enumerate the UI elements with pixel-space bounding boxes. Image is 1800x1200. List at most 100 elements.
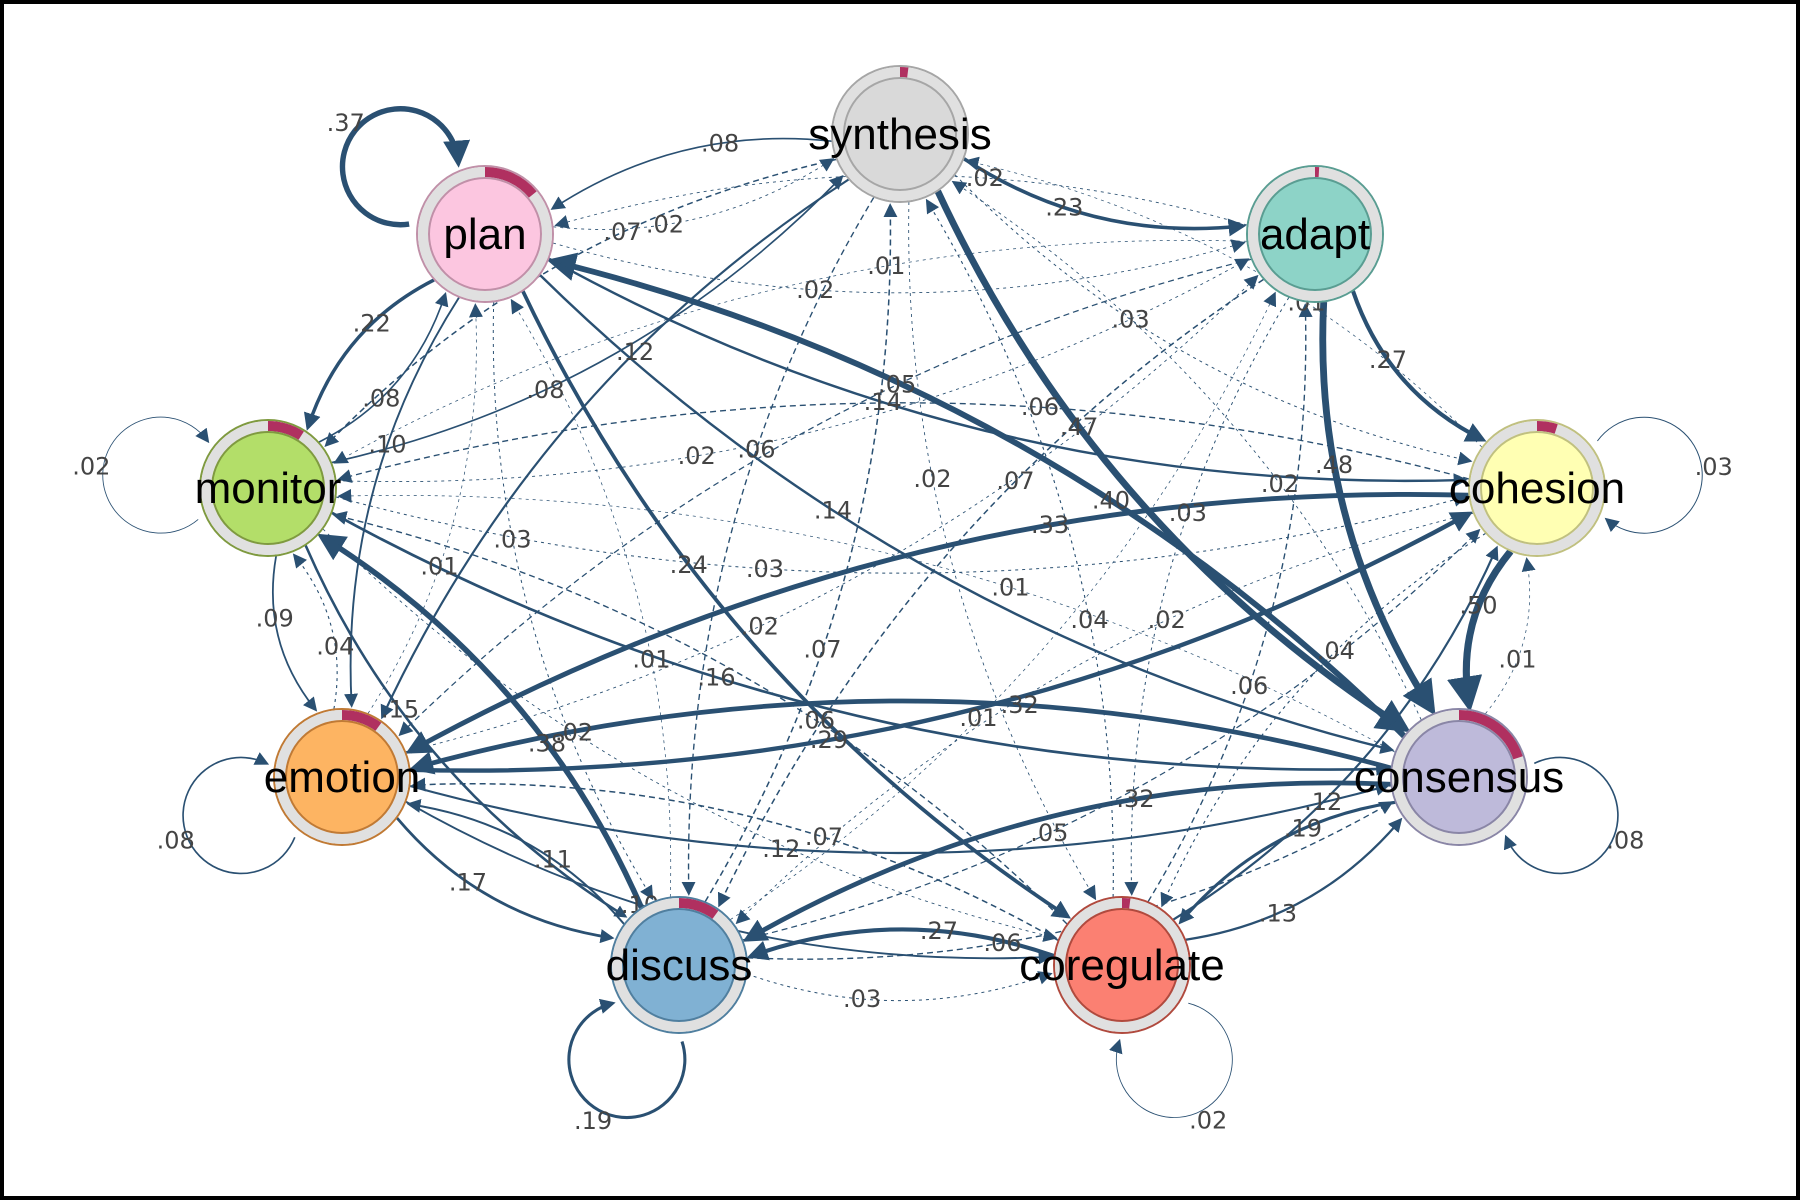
edge-label-plan-to-adapt: .02 — [796, 276, 834, 304]
self-loop-label-plan: .37 — [327, 109, 365, 137]
edge-label-adapt-to-consensus: .48 — [1315, 451, 1353, 479]
node-synthesis-fill — [843, 77, 957, 191]
edge-cohesion-to-monitor — [337, 402, 1470, 483]
edge-label-cohesion-to-consensus: .50 — [1459, 591, 1497, 619]
edge-label-consensus-to-coregulate: .19 — [1284, 815, 1322, 843]
edge-label-synthesis-to-adapt: .23 — [1045, 194, 1083, 222]
edge-cohesion-to-emotion — [405, 491, 1469, 754]
edge-label-monitor-to-cohesion: .03 — [746, 555, 784, 583]
node-synthesis[interactable]: synthesis — [808, 65, 992, 203]
edge-label-plan-to-consensus: .14 — [814, 497, 852, 525]
edge-label-consensus-to-cohesion: .01 — [1498, 646, 1536, 674]
edge-labels-layer: .08 .23 .02 .02 .40 .14 .14 .27 .48 .47 .03 .22 .08.… — [72, 109, 1733, 1135]
edge-label-discuss-to-emotion: .11 — [534, 845, 572, 873]
edge-label-monitor-to-plan: .08 — [362, 384, 400, 412]
edge-emotion-to-cohesion — [410, 511, 1473, 773]
edge-label-adapt-to-plan: .02 — [966, 164, 1004, 192]
edge-label-adapt-to-coregulate: .03 — [1169, 499, 1207, 527]
edge-label-adapt-to-cohesion: .27 — [1369, 346, 1407, 374]
node-cohesion-label: cohesion — [1449, 464, 1625, 513]
node-plan[interactable]: plan — [416, 165, 554, 303]
edge-adapt-to-consensus — [1319, 301, 1436, 716]
node-coregulate[interactable]: coregulate — [1019, 896, 1225, 1034]
self-loop-label-discuss: .19 — [574, 1107, 612, 1135]
edge-discuss-to-cohesion — [742, 528, 1481, 941]
edge-label-consensus-to-monitor: .01 — [991, 574, 1029, 602]
edge-monitor-to-consensus — [331, 511, 1390, 776]
node-consensus[interactable]: consensus — [1354, 708, 1564, 846]
edge-monitor-to-discuss — [304, 544, 628, 918]
edge-plan-to-adapt — [552, 239, 1246, 294]
self-loop-cohesion — [1597, 416, 1703, 534]
edge-consensus-to-discuss — [742, 780, 1391, 942]
edge-label-emotion-to-plan: .01 — [420, 553, 458, 581]
node-plan-fill — [428, 177, 542, 291]
edge-cohesion-to-synthesis — [964, 156, 1483, 448]
node-emotion-label: emotion — [264, 753, 421, 802]
self-loop-coregulate — [1109, 1002, 1233, 1118]
edges-layer — [102, 106, 1703, 1120]
self-loop-label-coregulate: .02 — [1189, 1107, 1227, 1135]
edge-label-synthesis-to-discuss: .06 — [737, 435, 775, 463]
edge-label-adapt-to-monitor: .01 — [867, 252, 905, 280]
edge-adapt-to-plan — [554, 174, 1248, 229]
self-loop-consensus — [1503, 756, 1619, 875]
edge-label-coregulate-to-consensus: .13 — [1259, 899, 1297, 927]
edge-label-coregulate-to-discuss: .27 — [920, 917, 958, 945]
edge-label-plan-to-discuss: .03 — [493, 525, 531, 553]
self-loop-label-consensus: .08 — [1606, 826, 1644, 854]
edge-label-coregulate-to-monitor: .06 — [797, 706, 835, 734]
edge-cohesion-to-coregulate — [1160, 532, 1486, 908]
edge-label-coregulate-to-cohesion: .12 — [1304, 788, 1342, 816]
edge-label-synthesis-to-cohesion: .03 — [1112, 306, 1150, 334]
edge-label-plan-to-monitor: .22 — [353, 310, 391, 338]
edge-synthesis-to-consensus — [934, 189, 1411, 733]
edge-label-adapt-to-emotion: .05 — [878, 371, 916, 399]
node-emotion[interactable]: emotion — [264, 708, 421, 846]
edge-coregulate-to-adapt — [1147, 303, 1313, 902]
edge-label-plan-to-synthesis: .02 — [646, 211, 684, 239]
edge-label-cohesion-to-coregulate: .04 — [1317, 637, 1355, 665]
edge-plan-to-emotion — [344, 296, 460, 708]
node-discuss-pie-arc — [678, 898, 719, 919]
edge-coregulate-to-consensus — [1185, 817, 1403, 941]
edge-label-cohesion-to-emotion: .33 — [1031, 511, 1069, 539]
edge-emotion-to-plan — [367, 303, 483, 714]
self-loop-discuss — [567, 998, 687, 1120]
node-cohesion[interactable]: cohesion — [1449, 419, 1625, 557]
edge-label-synthesis-to-coregulate: .02 — [913, 465, 951, 493]
edge-monitor-to-emotion — [271, 555, 318, 712]
edge-consensus-to-monitor — [337, 488, 1396, 753]
node-discuss[interactable]: discuss — [606, 896, 753, 1034]
self-loop-label-emotion: .08 — [157, 827, 195, 855]
self-loop-monitor — [102, 416, 210, 534]
node-plan-pie-arc — [484, 167, 537, 198]
edge-label-consensus-to-plan: .40 — [1092, 487, 1130, 515]
edge-synthesis-to-cohesion — [954, 174, 1473, 466]
node-monitor[interactable]: monitor — [195, 419, 342, 557]
edge-label-synthesis-to-plan: .08 — [701, 129, 739, 157]
edge-discuss-to-adapt — [730, 291, 1277, 920]
node-monitor-label: monitor — [195, 464, 342, 513]
node-adapt[interactable]: adapt — [1246, 165, 1384, 303]
edge-adapt-to-discuss — [717, 278, 1265, 908]
edge-label-discuss-to-consensus: .06 — [983, 929, 1021, 957]
edge-synthesis-to-discuss — [681, 197, 875, 896]
node-cohesion-pie-arc — [1536, 420, 1558, 434]
edge-label-cohesion-to-discuss: .02 — [1148, 606, 1186, 634]
edge-label-plan-to-cohesion: .14 — [864, 388, 902, 416]
node-emotion-pie-arc — [341, 710, 382, 731]
edge-consensus-to-coregulate — [1178, 800, 1396, 925]
edge-consensus-to-plan — [546, 252, 1407, 739]
edge-label-synthesis-to-consensus: .47 — [1060, 413, 1098, 441]
edge-emotion-to-consensus — [409, 782, 1390, 855]
edge-coregulate-to-monitor — [332, 511, 1068, 925]
node-coregulate-pie-arc — [1121, 898, 1131, 909]
node-synthesis-pie-arc — [899, 67, 909, 78]
edge-adapt-to-cohesion — [1351, 290, 1487, 442]
edge-label-emotion-to-cohesion: .29 — [810, 726, 848, 754]
edge-discuss-to-coregulate — [746, 971, 1053, 1002]
edge-coregulate-to-cohesion — [1172, 545, 1499, 921]
edge-label-monitor-to-coregulate: .02 — [555, 719, 593, 747]
edge-synthesis-to-coregulate — [908, 201, 1097, 901]
